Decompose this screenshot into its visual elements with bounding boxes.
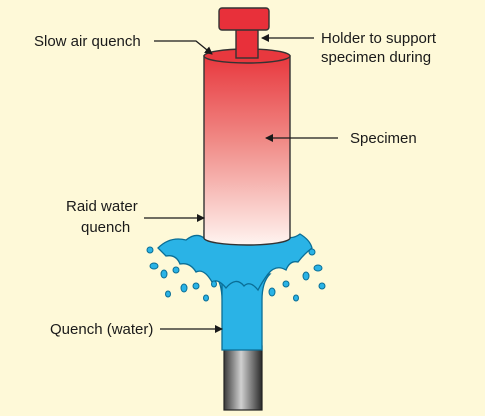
specimen-holder [218,7,270,59]
label-holder-line2: specimen during [321,49,431,66]
water-jet [212,270,272,351]
specimen-cylinder [203,48,291,246]
leader-lines [144,34,338,333]
water-droplets [146,246,326,302]
slow-air-arrow [154,40,213,55]
label-holder-line1: Holder to support [321,30,437,47]
quench-nozzle [223,345,263,411]
label-rapid-quench-line1: Raid water [66,198,138,215]
label-specimen: Specimen [350,130,417,147]
label-rapid-quench-line2: quench [81,219,130,236]
label-quench-water: Quench (water) [50,321,153,338]
label-slow-air-quench: Slow air quench [34,33,141,50]
